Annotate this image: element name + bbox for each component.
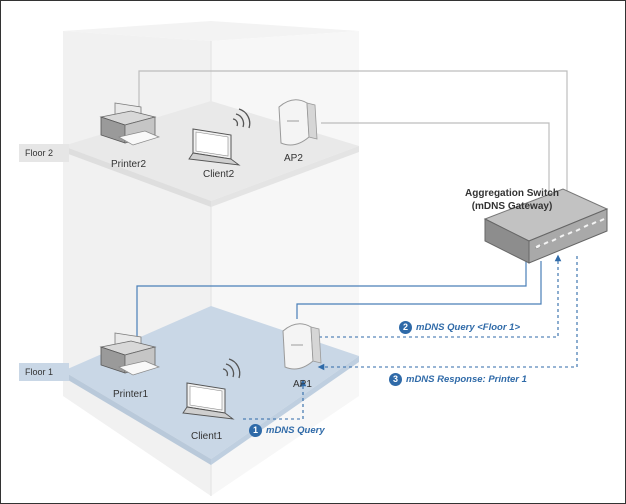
switch-label-line1: Aggregation Switch — [465, 188, 559, 199]
flow-mdns-query — [243, 379, 307, 420]
floor1-cables — [136, 259, 542, 341]
step-1-text: mDNS Query — [266, 425, 325, 436]
printer2-label: Printer2 — [111, 159, 147, 170]
printer1-label: Printer1 — [113, 389, 149, 400]
client1-wifi-icon — [222, 358, 241, 379]
client2-label: Client2 — [203, 169, 235, 180]
ap1-label: AP1 — [293, 379, 312, 390]
step-2-badge: 2 — [399, 321, 412, 334]
client1-label: Client1 — [191, 431, 223, 442]
flow-mdns-response — [317, 256, 578, 371]
step-2-text: mDNS Query <Floor 1> — [416, 322, 521, 333]
client1-laptop-icon — [182, 382, 235, 420]
ap1-icon — [282, 323, 322, 370]
step-3-text: mDNS Response: Printer 1 — [406, 374, 527, 385]
floor2-tag-bg — [19, 144, 69, 162]
ap2-icon — [278, 99, 318, 146]
floor1-tag-bg — [19, 363, 69, 381]
printer2-icon — [99, 102, 161, 146]
aggregation-switch-icon — [483, 188, 609, 264]
floor2-label: Floor 2 — [25, 148, 54, 158]
aggregation-switch-label: Aggregation Switch (mDNS Gateway) — [437, 187, 587, 213]
client2-wifi-icon — [232, 108, 251, 129]
ap2-label: AP2 — [284, 153, 303, 164]
floor1-label: Floor 1 — [25, 367, 54, 377]
mdns-flows — [243, 254, 578, 420]
switch-label-line2: (mDNS Gateway) — [471, 201, 553, 212]
step-2: 2 mDNS Query <Floor 1> — [399, 321, 520, 334]
step-1: 1 mDNS Query — [249, 424, 325, 437]
printer1-icon — [99, 332, 161, 376]
step-3-badge: 3 — [389, 373, 402, 386]
step-3: 3 mDNS Response: Printer 1 — [389, 373, 527, 386]
client2-laptop-icon — [188, 128, 241, 166]
step-1-badge: 1 — [249, 424, 262, 437]
